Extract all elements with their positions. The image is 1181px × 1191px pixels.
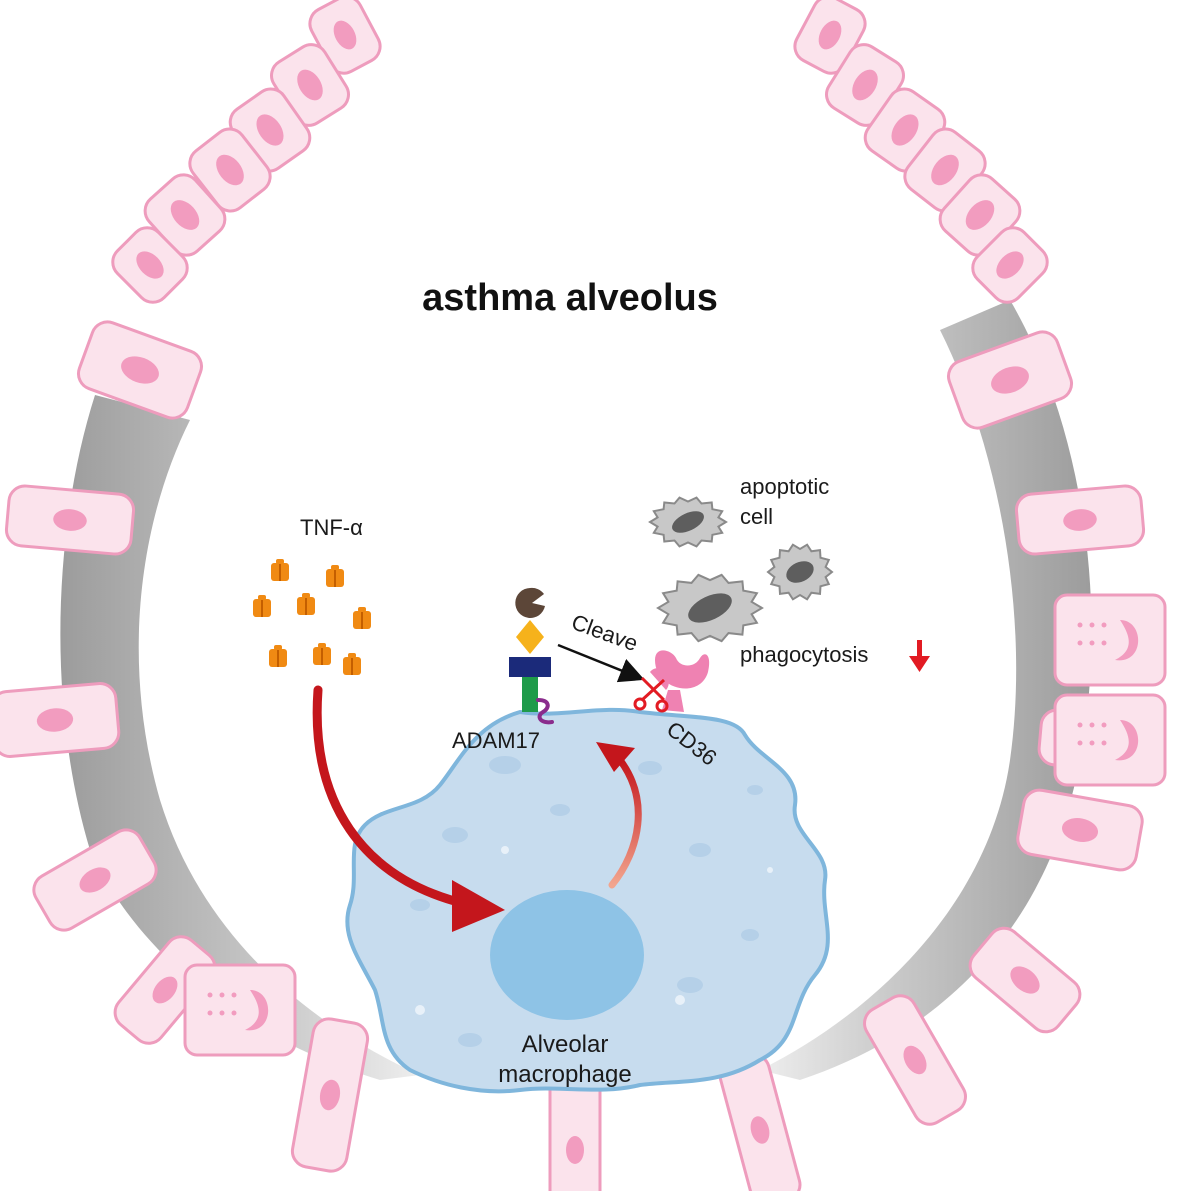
tnf-alpha-molecules bbox=[253, 559, 371, 675]
epithelial-cell bbox=[1014, 484, 1146, 556]
cell-nucleus bbox=[297, 69, 323, 101]
cell-nucleus bbox=[121, 356, 159, 384]
cell-nucleus bbox=[152, 976, 178, 1004]
cell-nucleus bbox=[79, 867, 111, 893]
cell-nucleus bbox=[256, 114, 284, 146]
tnf-label: TNF-α bbox=[300, 515, 363, 540]
epithelial-cell bbox=[718, 1053, 802, 1191]
goblet-cell bbox=[1053, 593, 1167, 687]
cell-nucleus bbox=[818, 20, 842, 50]
epithelial-cell bbox=[188, 127, 272, 213]
cell-nucleus bbox=[750, 1116, 770, 1144]
cell-nucleus bbox=[1063, 509, 1097, 531]
cell-nucleus bbox=[170, 200, 200, 230]
diagram-title: asthma alveolus bbox=[422, 277, 718, 319]
adam17-receptor: ADAM17 bbox=[452, 587, 554, 753]
cell-nucleus bbox=[991, 366, 1029, 394]
macrophage-nucleus bbox=[490, 890, 644, 1020]
goblet-cell bbox=[1053, 693, 1167, 787]
epithelial-cell bbox=[77, 320, 203, 420]
cleave-arrow: Cleave bbox=[557, 609, 645, 683]
macrophage-granules bbox=[415, 846, 773, 1015]
tnf-alpha-molecule-icon bbox=[353, 607, 371, 629]
alveolar-wall bbox=[60, 300, 1092, 1080]
tnf-alpha-molecule-icon bbox=[297, 593, 315, 615]
tnf-signal-arrow bbox=[312, 685, 505, 932]
epithelial-cell bbox=[968, 926, 1082, 1034]
adam17-activation-arrow bbox=[596, 742, 642, 889]
apoptotic-cell bbox=[766, 543, 834, 601]
cell-nucleus bbox=[965, 200, 995, 230]
tnf-alpha-molecule-icon bbox=[271, 559, 289, 581]
cell-nucleus bbox=[319, 1079, 341, 1111]
apoptotic-label-line2: cell bbox=[740, 504, 773, 529]
cell-nucleus bbox=[903, 1045, 927, 1075]
macrophage-label-line1: Alveolar bbox=[522, 1031, 609, 1058]
epithelial-cell bbox=[32, 828, 158, 932]
cell-nucleus bbox=[566, 1136, 584, 1164]
alveolar-macrophage: Alveolar macrophage bbox=[345, 707, 830, 1094]
epithelial-cell bbox=[863, 994, 967, 1126]
macrophage-label-line2: macrophage bbox=[498, 1061, 631, 1088]
apoptotic-cell bbox=[648, 496, 728, 548]
cell-nucleus bbox=[136, 251, 164, 279]
cell-nucleus bbox=[852, 69, 878, 101]
tnf-alpha-molecule-icon bbox=[343, 653, 361, 675]
cell-nucleus bbox=[891, 114, 919, 146]
epithelial-cell bbox=[1016, 788, 1144, 872]
scissors-icon bbox=[633, 676, 669, 713]
apoptotic-cells bbox=[648, 496, 834, 643]
epithelial-cell bbox=[290, 1017, 370, 1173]
goblet-cell bbox=[183, 963, 297, 1057]
tnf-alpha-molecule-icon bbox=[313, 643, 331, 665]
epithelial-cell bbox=[4, 484, 136, 556]
cell-nucleus bbox=[931, 154, 959, 186]
down-arrow-icon bbox=[909, 640, 930, 672]
cell-nucleus bbox=[333, 20, 357, 50]
tnf-alpha-molecule-icon bbox=[253, 595, 271, 617]
cell-nucleus bbox=[996, 251, 1024, 279]
cell-nucleus bbox=[216, 154, 244, 186]
cell-nucleus bbox=[1010, 966, 1040, 994]
cleave-label: Cleave bbox=[568, 609, 641, 656]
cell-nucleus bbox=[1061, 818, 1099, 842]
epithelial-cell bbox=[0, 682, 121, 758]
tnf-alpha-molecule-icon bbox=[269, 645, 287, 667]
cell-nucleus bbox=[36, 708, 74, 732]
epithelial-cell bbox=[111, 226, 189, 304]
adam17-label: ADAM17 bbox=[452, 728, 540, 753]
cell-nucleus bbox=[53, 509, 87, 531]
tnf-alpha-molecule-icon bbox=[326, 565, 344, 587]
phagocytosis-label: phagocytosis bbox=[740, 642, 868, 667]
epithelial-cell bbox=[971, 226, 1049, 304]
epithelial-cell bbox=[947, 330, 1073, 430]
macrophage-vesicles bbox=[410, 756, 763, 1047]
apoptotic-label-line1: apoptotic bbox=[740, 474, 829, 499]
apoptotic-cell bbox=[656, 573, 764, 643]
